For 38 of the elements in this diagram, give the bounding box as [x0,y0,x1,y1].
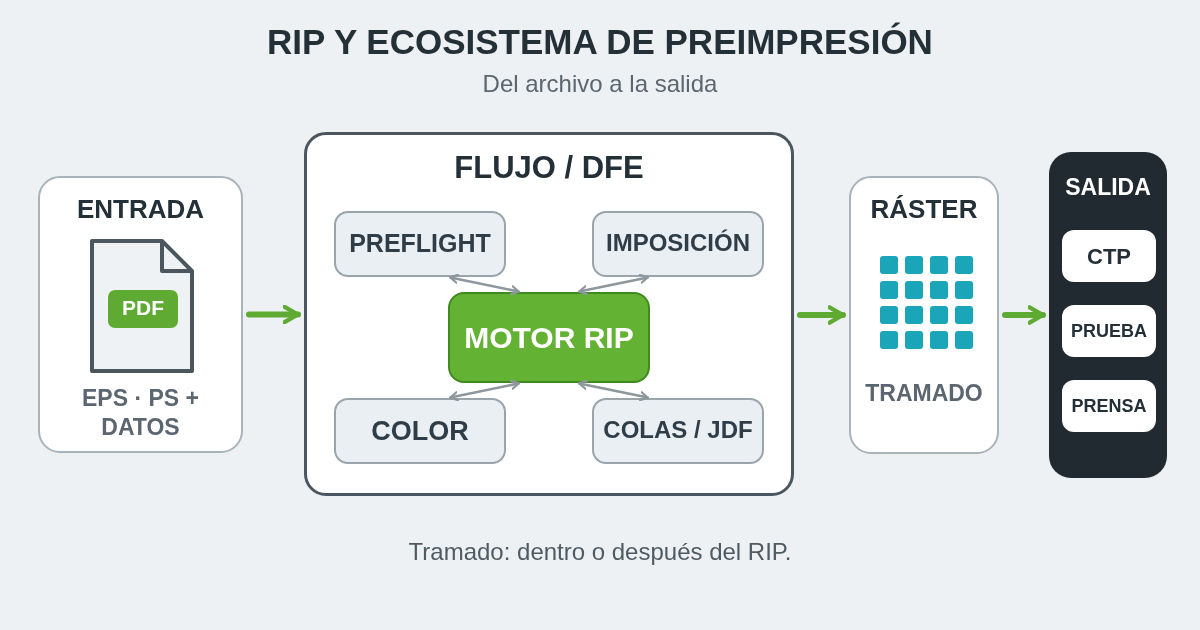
process-box [334,211,506,277]
node-label: PRENSA [1070,396,1148,417]
node-label: ENTRADA [75,194,206,225]
node-label: IMPOSICIÓN [605,229,751,257]
caption: Tramado: dentro o después del RIP. [407,538,793,566]
node-label: CTP [1086,244,1132,270]
node-label: SALIDA [1064,174,1152,201]
subtitle: Del archivo a la salida [481,70,719,98]
output-box [1062,380,1156,432]
node-label: PRUEBA [1070,321,1148,342]
raster-panel [849,176,999,454]
node-text: EPS · PS + DATOS [81,384,200,442]
node-label: FLUJO / DFE [453,150,645,186]
node-label: PREFLIGHT [348,229,492,258]
node-label: MOTOR RIP [463,321,635,355]
connector-arrow [449,273,520,296]
flow-arrow [246,304,301,325]
connector-arrow [578,379,649,402]
process-box [592,211,764,277]
diagram-title: RIP Y ECOSISTEMA DE PREIMPRESIÓN [266,22,934,62]
workflow-panel [304,132,794,496]
connector-arrow [449,379,520,402]
node-label: COLOR [370,416,470,447]
flow-arrow [1002,305,1046,325]
input-panel [38,176,243,453]
node-label: PDF [121,296,165,320]
rip-engine-box [448,292,650,383]
node-label: RÁSTER [869,194,979,225]
node-label: COLAS / JDF [602,416,754,444]
connector-arrow [578,273,649,296]
node-text: TRAMADO [864,380,984,407]
output-box [1062,305,1156,357]
flow-arrow [797,305,846,325]
pdf-badge [108,290,178,328]
output-panel [1049,152,1167,478]
output-box [1062,230,1156,282]
process-box [334,398,506,464]
process-box [592,398,764,464]
